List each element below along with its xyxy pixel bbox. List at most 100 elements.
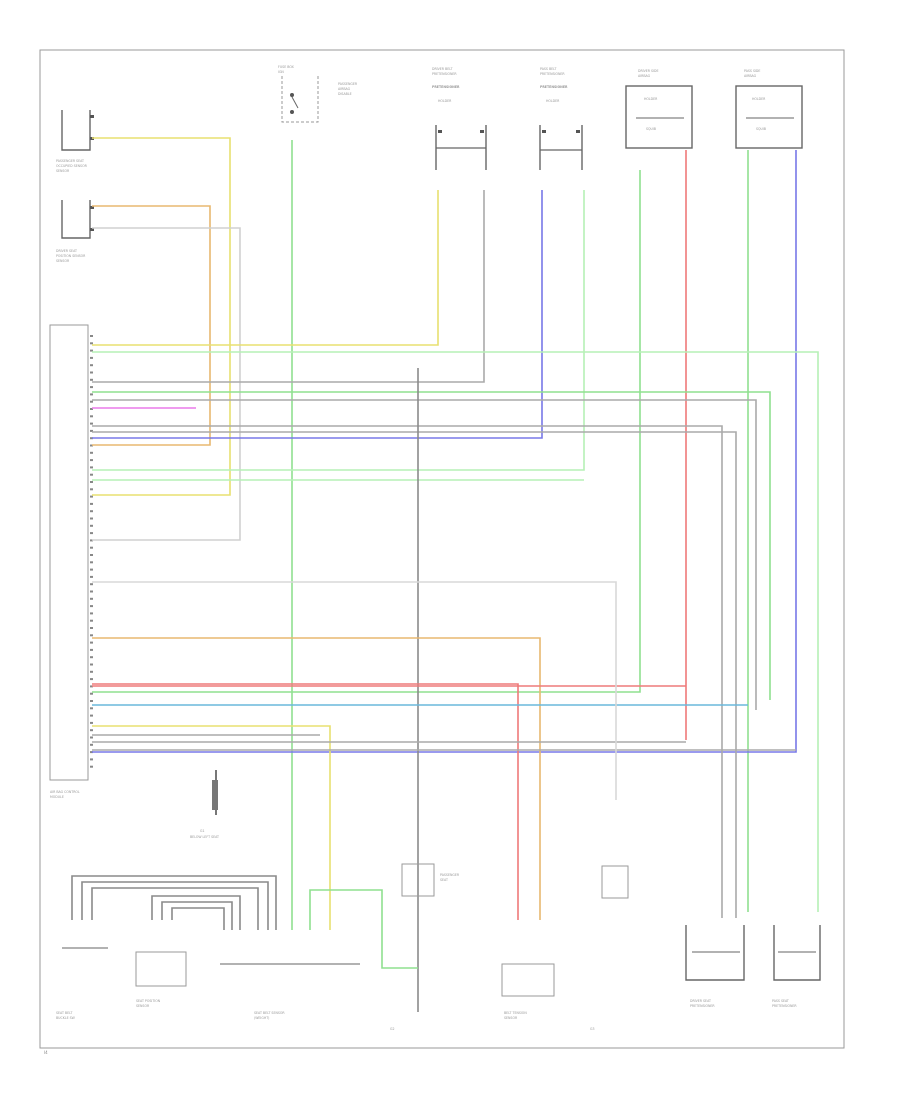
- svg-text:IGN: IGN: [278, 70, 284, 74]
- connector-pin: [90, 736, 93, 739]
- connector-pin: [90, 342, 93, 345]
- svg-text:HOLDER: HOLDER: [438, 99, 452, 103]
- svg-text:SEAT BELT: SEAT BELT: [56, 1011, 72, 1015]
- connector-pin: [90, 495, 93, 498]
- connector-pin: [90, 751, 93, 754]
- svg-text:(WEIGHT): (WEIGHT): [254, 1016, 269, 1020]
- connector-pin: [90, 364, 93, 367]
- connector-pin: [90, 561, 93, 564]
- connector-pin: [90, 656, 93, 659]
- connector-pin: [90, 378, 93, 381]
- passenger-seat-sensor: PASSENGER SEAT OCCUPIED SENSOR SENSOR: [56, 110, 94, 173]
- svg-text:DISABLE: DISABLE: [338, 92, 352, 96]
- connector-pin: [90, 554, 93, 556]
- svg-text:PRETENSIONER: PRETENSIONER: [432, 72, 457, 76]
- connector-pin: [90, 510, 93, 513]
- left-seat-components: SEAT BELT BUCKLE SW SEAT POSITION SENSOR: [56, 947, 187, 1020]
- connector-pin: [90, 349, 93, 352]
- connector-pin: [90, 437, 93, 440]
- svg-text:SEAT BELT SENSOR: SEAT BELT SENSOR: [254, 1011, 285, 1015]
- connector-pin: [90, 765, 93, 768]
- connector-pin: [90, 678, 93, 681]
- svg-text:DRIVER SEAT: DRIVER SEAT: [56, 249, 77, 253]
- svg-text:OCCUPIED SENSOR: OCCUPIED SENSOR: [56, 164, 88, 168]
- svg-text:PASS BELT: PASS BELT: [540, 67, 556, 71]
- connector-pin: [90, 524, 93, 527]
- connector-pin: [90, 714, 93, 717]
- connector-pin: [90, 568, 93, 571]
- svg-text:HOLDER: HOLDER: [546, 99, 560, 103]
- svg-text:DRIVER SEAT: DRIVER SEAT: [690, 999, 711, 1003]
- connector-pin: [90, 729, 93, 732]
- svg-text:BELT TENSION: BELT TENSION: [504, 1011, 527, 1015]
- connector-pin: [90, 488, 93, 491]
- side-airbag-left: DRIVER SIDE AIRBAG HOLDER SQUIB: [625, 69, 693, 149]
- side-airbag-right: PASS SIDE AIRBAG HOLDER SQUIB: [735, 69, 803, 149]
- svg-text:DRIVER SIDE: DRIVER SIDE: [638, 69, 658, 73]
- connector-pin: [90, 444, 93, 447]
- connector-pin: [90, 619, 93, 622]
- svg-text:SENSOR: SENSOR: [56, 169, 70, 173]
- connector-pin: [90, 721, 93, 724]
- connector-pin: [90, 539, 93, 542]
- connector-pin: [90, 685, 93, 688]
- svg-text:G2: G2: [390, 1027, 395, 1031]
- svg-text:AIRBAG: AIRBAG: [638, 74, 651, 78]
- connector-pin: [90, 451, 93, 454]
- connector-pin: [90, 743, 93, 746]
- svg-text:PASSENGER: PASSENGER: [440, 873, 460, 877]
- connector-pin: [90, 335, 93, 337]
- fuse-block: FUSE BOX IGN PASSENGER AIRBAG DISABLE: [278, 65, 358, 123]
- svg-text:POSITION SENSOR: POSITION SENSOR: [56, 254, 86, 258]
- ground-symbol: G1 BELOW LEFT SEAT: [190, 780, 219, 839]
- svg-text:PRETENSIONER: PRETENSIONER: [432, 85, 460, 89]
- seat-belt-sensor-connector: SEAT BELT SENSOR (WEIGHT): [220, 963, 360, 1020]
- svg-text:HOLDER: HOLDER: [644, 97, 658, 101]
- connector-pin: [90, 356, 93, 359]
- connector-pin: [90, 481, 93, 483]
- connector-pin: [90, 590, 93, 593]
- seat-switch-right: G3: [590, 865, 629, 1031]
- svg-text:PRETENSIONER: PRETENSIONER: [690, 1004, 715, 1008]
- pretensioner-mid: PASS BELT PRETENSIONER PRETENSIONER HOLD…: [539, 67, 583, 170]
- svg-text:BELOW LEFT SEAT: BELOW LEFT SEAT: [190, 835, 219, 839]
- svg-text:SEAT: SEAT: [440, 878, 448, 882]
- driver-seat-sensor: DRIVER SEAT POSITION SENSOR SENSOR: [56, 200, 94, 263]
- connector-pin: [90, 415, 93, 418]
- svg-text:SENSOR: SENSOR: [56, 259, 70, 263]
- svg-text:PASSENGER: PASSENGER: [338, 82, 358, 86]
- wires: [71, 137, 819, 1012]
- svg-text:HOLDER: HOLDER: [752, 97, 766, 101]
- svg-text:FUSE BOX: FUSE BOX: [278, 65, 295, 69]
- connector-pin: [90, 597, 93, 600]
- svg-text:SQUIB: SQUIB: [646, 127, 656, 131]
- connector-pin: [90, 692, 93, 695]
- connector-pin: [90, 670, 93, 673]
- footer-code: I4: [44, 1050, 48, 1055]
- connector-pin: [90, 634, 93, 637]
- svg-text:SENSOR: SENSOR: [136, 1004, 150, 1008]
- connector-pin: [90, 422, 93, 425]
- diagram-border: [39, 49, 845, 1049]
- svg-text:PASSENGER SEAT: PASSENGER SEAT: [56, 159, 84, 163]
- svg-text:SEAT POSITION: SEAT POSITION: [136, 999, 161, 1003]
- bottom-pretensioners: DRIVER SEAT PRETENSIONER PASS SEAT PRETE…: [685, 925, 821, 1008]
- svg-text:SENSOR: SENSOR: [504, 1016, 518, 1020]
- svg-text:PRETENSIONER: PRETENSIONER: [540, 72, 565, 76]
- module-pin-rows: [90, 335, 93, 768]
- connector-pin: [90, 641, 93, 644]
- connector-pin: [90, 707, 93, 710]
- connector-pin: [90, 648, 93, 651]
- connector-pin: [90, 371, 93, 374]
- svg-text:AIRBAG: AIRBAG: [744, 74, 757, 78]
- connector-pin: [90, 700, 93, 702]
- svg-text:PRETENSIONER: PRETENSIONER: [540, 85, 568, 89]
- svg-text:DRIVER BELT: DRIVER BELT: [432, 67, 453, 71]
- connector-pin: [90, 386, 93, 389]
- control-module-connector: AIR BAG CONTROL MODULE: [49, 324, 93, 799]
- svg-text:PRETENSIONER: PRETENSIONER: [772, 1004, 797, 1008]
- connector-pin: [90, 400, 93, 403]
- connector-pin: [90, 583, 93, 586]
- connector-pin: [90, 429, 93, 432]
